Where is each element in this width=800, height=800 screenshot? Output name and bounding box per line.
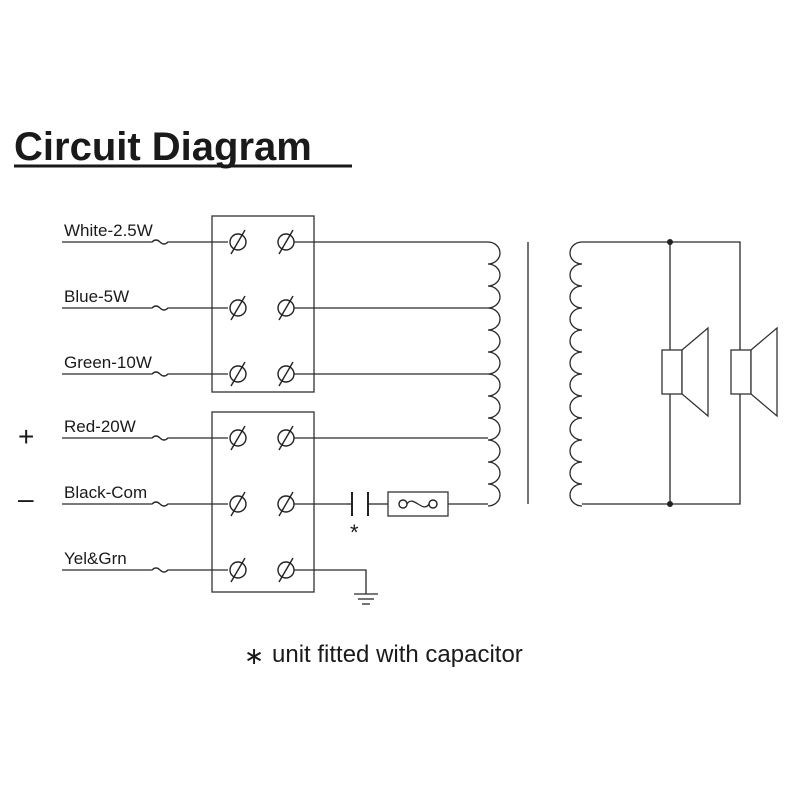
terminal-screw <box>229 295 247 321</box>
wire-red <box>62 435 228 441</box>
input-wires <box>62 239 228 573</box>
terminal-screw <box>229 361 247 387</box>
footnote-text: unit fitted with capacitor <box>272 641 523 668</box>
capacitor-marker: * <box>350 520 359 545</box>
capacitor-symbol <box>346 492 376 516</box>
wire-black <box>62 501 228 507</box>
loudspeaker-icon <box>661 326 709 418</box>
terminal-screw <box>229 229 247 255</box>
speaker-bus-wires <box>582 239 741 507</box>
input-label-black: Black-Com <box>64 483 147 502</box>
wire-green <box>62 371 228 377</box>
transformer-secondary-coil <box>569 241 583 507</box>
input-label-green: Green-10W <box>64 353 152 372</box>
tap-wires <box>294 241 488 505</box>
terminal-screw <box>229 557 247 583</box>
terminal-block-top <box>211 215 315 393</box>
diagram-title: Circuit Diagram <box>14 125 312 169</box>
wire-blue <box>62 305 228 311</box>
transformer-primary-coil <box>487 241 501 507</box>
terminals-left <box>229 229 247 583</box>
wire-yel-grn <box>62 567 228 573</box>
fuse-symbol <box>387 491 449 517</box>
junction-dot <box>667 239 673 245</box>
footnote-marker: ∗ <box>244 643 264 670</box>
input-label-yel-grn: Yel&Grn <box>64 549 127 568</box>
junction-dot <box>667 501 673 507</box>
terminal-screw <box>229 425 247 451</box>
negative-sign: – <box>18 483 34 514</box>
positive-sign: + <box>18 421 34 452</box>
input-label-blue: Blue-5W <box>64 287 129 306</box>
terminal-screw <box>229 491 247 517</box>
wire-white <box>62 239 228 245</box>
terminal-block-bottom <box>211 411 315 593</box>
earth-ground-symbol <box>294 569 378 605</box>
loudspeaker-icon <box>730 326 778 418</box>
input-label-red: Red-20W <box>64 417 136 436</box>
input-label-white: White-2.5W <box>64 221 153 240</box>
